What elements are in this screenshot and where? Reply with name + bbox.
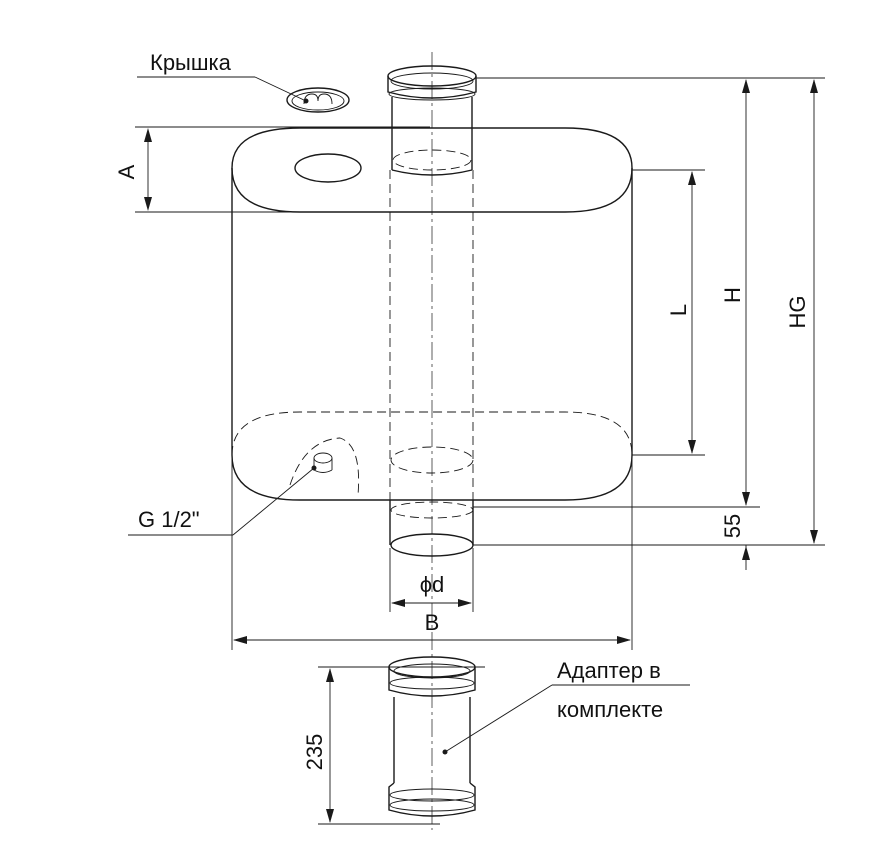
- label-a: A: [114, 164, 139, 179]
- dimension-55: 55: [720, 514, 750, 570]
- lid: [286, 87, 350, 113]
- label-b: B: [425, 610, 440, 635]
- fitting-g12: [289, 437, 360, 496]
- label-adapter-line1: Адаптер в: [557, 658, 661, 683]
- leader-fitting: G 1/2": [128, 465, 317, 536]
- label-diameter: ϕd: [420, 572, 445, 597]
- label-lid: Крышка: [150, 50, 232, 75]
- dimension-235: 235: [302, 666, 485, 825]
- dimension-diameter: ϕd: [389, 548, 474, 612]
- dimension-b: B: [231, 455, 633, 650]
- leader-lid: Крышка: [137, 50, 309, 104]
- dimension-l: L: [632, 169, 705, 456]
- label-235: 235: [302, 734, 327, 771]
- label-adapter-line2: комплекте: [557, 697, 663, 722]
- dimension-a: A: [114, 126, 430, 213]
- leader-adapter: Адаптер в комплекте: [442, 658, 690, 755]
- bottom-pipe: [389, 500, 474, 557]
- label-hg: HG: [785, 296, 810, 329]
- label-55: 55: [720, 514, 745, 538]
- flue-pipe: [389, 149, 474, 545]
- label-l: L: [666, 304, 691, 316]
- dimension-h: H: [473, 77, 760, 508]
- label-fitting: G 1/2": [138, 507, 200, 532]
- label-h: H: [720, 287, 745, 303]
- tank-body: [231, 127, 633, 501]
- dimension-hg: HG: [473, 77, 825, 546]
